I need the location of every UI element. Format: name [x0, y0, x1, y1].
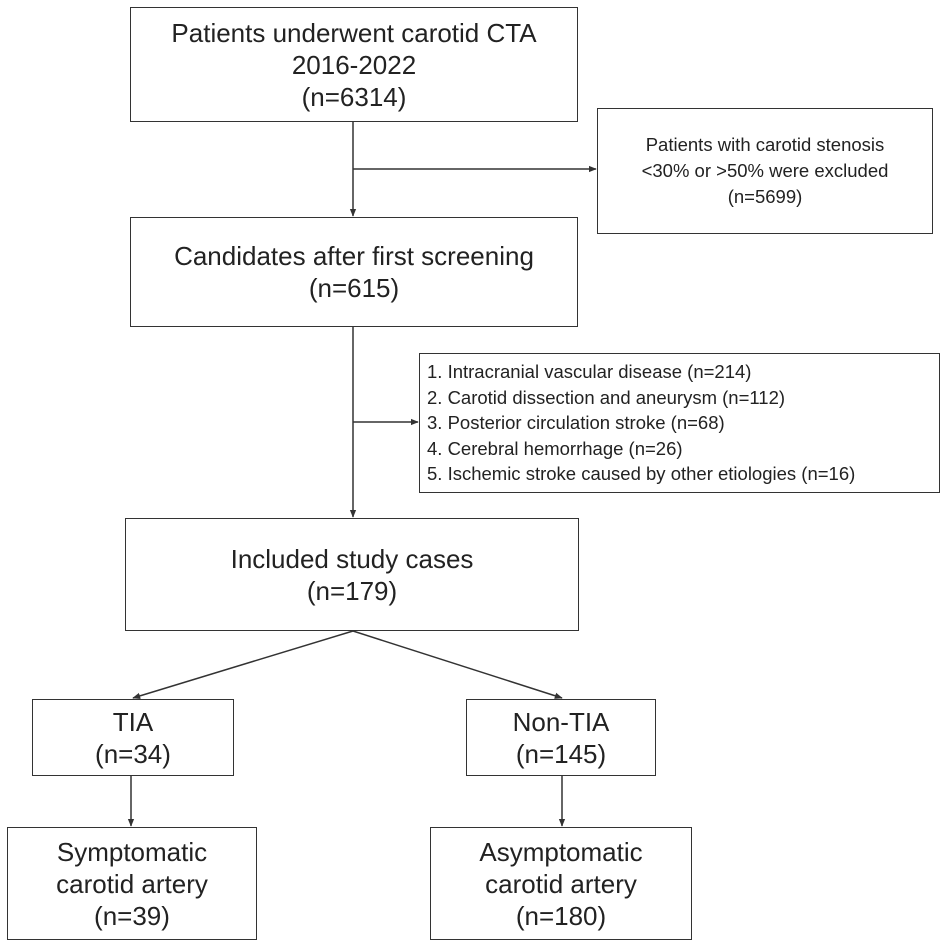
box-tia: TIA (n=34)	[32, 699, 234, 776]
box-line: Patients with carotid stenosis	[645, 134, 885, 155]
box-asymptomatic: Asymptomatic carotid artery (n=180)	[430, 827, 692, 940]
box-line: (n=180)	[515, 900, 607, 931]
box-line: 2016-2022	[291, 49, 417, 80]
box-line: (n=179)	[306, 575, 398, 606]
box-symptomatic: Symptomatic carotid artery (n=39)	[7, 827, 257, 940]
box-line: (n=34)	[95, 738, 171, 769]
box-exclusion-stenosis: Patients with carotid stenosis <30% or >…	[597, 108, 933, 234]
exclusion-item: 5. Ischemic stroke caused by other etiol…	[427, 463, 856, 485]
exclusion-item: 3. Posterior circulation stroke (n=68)	[427, 412, 725, 434]
box-line: TIA	[112, 706, 154, 737]
box-included-cases: Included study cases (n=179)	[125, 518, 579, 631]
box-line: (n=6314)	[301, 81, 407, 112]
box-line: (n=39)	[94, 900, 170, 931]
arrow-included-to-nontia	[352, 630, 563, 699]
box-line: (n=5699)	[727, 186, 803, 207]
box-non-tia: Non-TIA (n=145)	[466, 699, 656, 776]
box-line: carotid artery	[485, 868, 637, 899]
box-line: Patients underwent carotid CTA	[171, 17, 537, 48]
box-line: (n=615)	[308, 273, 400, 303]
exclusion-item: 1. Intracranial vascular disease (n=214)	[427, 361, 752, 383]
box-patients-underwent-cta: Patients underwent carotid CTA 2016-2022…	[130, 7, 578, 122]
exclusion-item: 4. Cerebral hemorrhage (n=26)	[427, 437, 683, 459]
box-line: carotid artery	[56, 868, 208, 899]
box-line: <30% or >50% were excluded	[641, 160, 889, 181]
box-line: Included study cases	[230, 543, 474, 574]
box-line: (n=145)	[515, 738, 607, 769]
arrow-included-to-tia	[132, 630, 354, 699]
box-line: Candidates after first screening	[174, 241, 534, 271]
box-exclusion-list: 1. Intracranial vascular disease (n=214)…	[419, 353, 940, 493]
box-line: Non-TIA	[512, 706, 610, 737]
box-line: Symptomatic	[56, 836, 208, 867]
exclusion-item: 2. Carotid dissection and aneurysm (n=11…	[427, 386, 786, 408]
box-line: Asymptomatic	[479, 836, 643, 867]
box-first-screening: Candidates after first screening (n=615)	[130, 217, 578, 327]
